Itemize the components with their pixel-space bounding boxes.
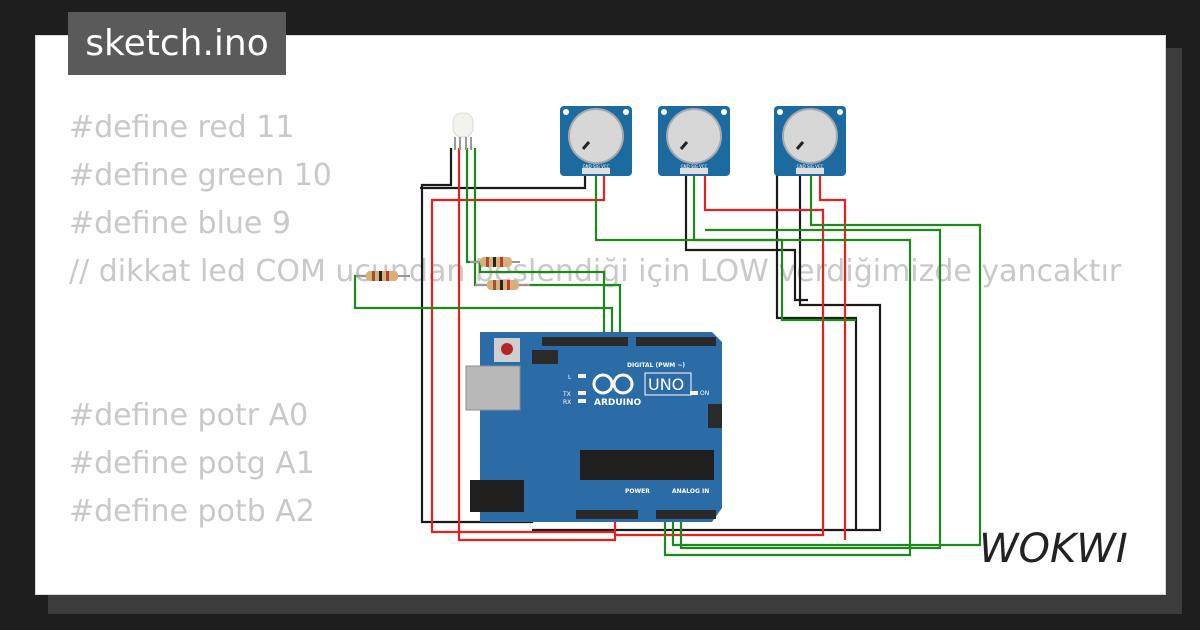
resistor-3[interactable] (475, 280, 530, 290)
resistor-2[interactable] (470, 257, 520, 267)
wire-green (594, 170, 856, 322)
atmega-chip (580, 450, 714, 480)
wire-green (465, 148, 606, 338)
wire-red (818, 170, 847, 540)
l-led-label: L (568, 374, 572, 381)
code-line: #define red 11 (69, 110, 295, 145)
code-line: #define green 10 (69, 158, 332, 193)
digital-header-left (542, 337, 628, 346)
code-line: #define potb A2 (69, 494, 315, 529)
on-label: ON (700, 390, 709, 397)
power-header (576, 510, 638, 519)
pot-pins-label: GND SIG VCC (681, 164, 708, 169)
pot-pins-label: GND SIG VCC (797, 164, 824, 169)
code-line: #define blue 9 (69, 206, 292, 241)
power-label: POWER (625, 488, 650, 495)
code-line: #define potg A1 (69, 446, 315, 481)
reset-button[interactable] (501, 343, 513, 355)
wire-black (532, 170, 882, 532)
usb-port (465, 365, 521, 411)
rx-led-label: RX (563, 399, 571, 406)
tx-led-label: TX (562, 391, 571, 398)
digital-header-right (636, 337, 716, 346)
sketch-filename: sketch.ino (68, 12, 286, 75)
wire-green (671, 170, 982, 547)
code-line: int red_val... (69, 584, 1121, 594)
analog-label: ANALOG IN (672, 488, 709, 495)
code-line: #define potr A0 (69, 398, 309, 433)
pot-pins-label: GND SIG VCC (583, 164, 610, 169)
wire-red (430, 170, 615, 534)
potentiometer-green[interactable]: GND SIG VCC (658, 106, 730, 176)
wire-red (457, 148, 617, 542)
power-jack (470, 480, 524, 512)
rgb-led[interactable] (452, 112, 474, 150)
wire-green (473, 148, 622, 338)
potentiometer-red[interactable]: GND SIG VCC (560, 106, 632, 176)
wire-green (679, 228, 942, 550)
resistor-1[interactable] (356, 271, 410, 281)
arduino-uno-board[interactable]: ARDUINO UNO DIGITAL (PWM ~) POWER ANALOG… (465, 332, 722, 522)
wokwi-brand: WOKWI (979, 526, 1128, 572)
wire-red (615, 170, 825, 537)
analog-header (656, 510, 716, 519)
potentiometer-blue[interactable]: GND SIG VCC (774, 106, 846, 176)
board-model-label: UNO (648, 375, 684, 394)
wokwi-logo: WOKWI (979, 526, 1128, 572)
wire-black (775, 170, 858, 530)
arduino-logo (592, 373, 634, 395)
arduino-brand-label: ARDUINO (594, 398, 642, 408)
digital-label: DIGITAL (PWM ~) (627, 362, 685, 369)
wire-green (663, 170, 912, 557)
